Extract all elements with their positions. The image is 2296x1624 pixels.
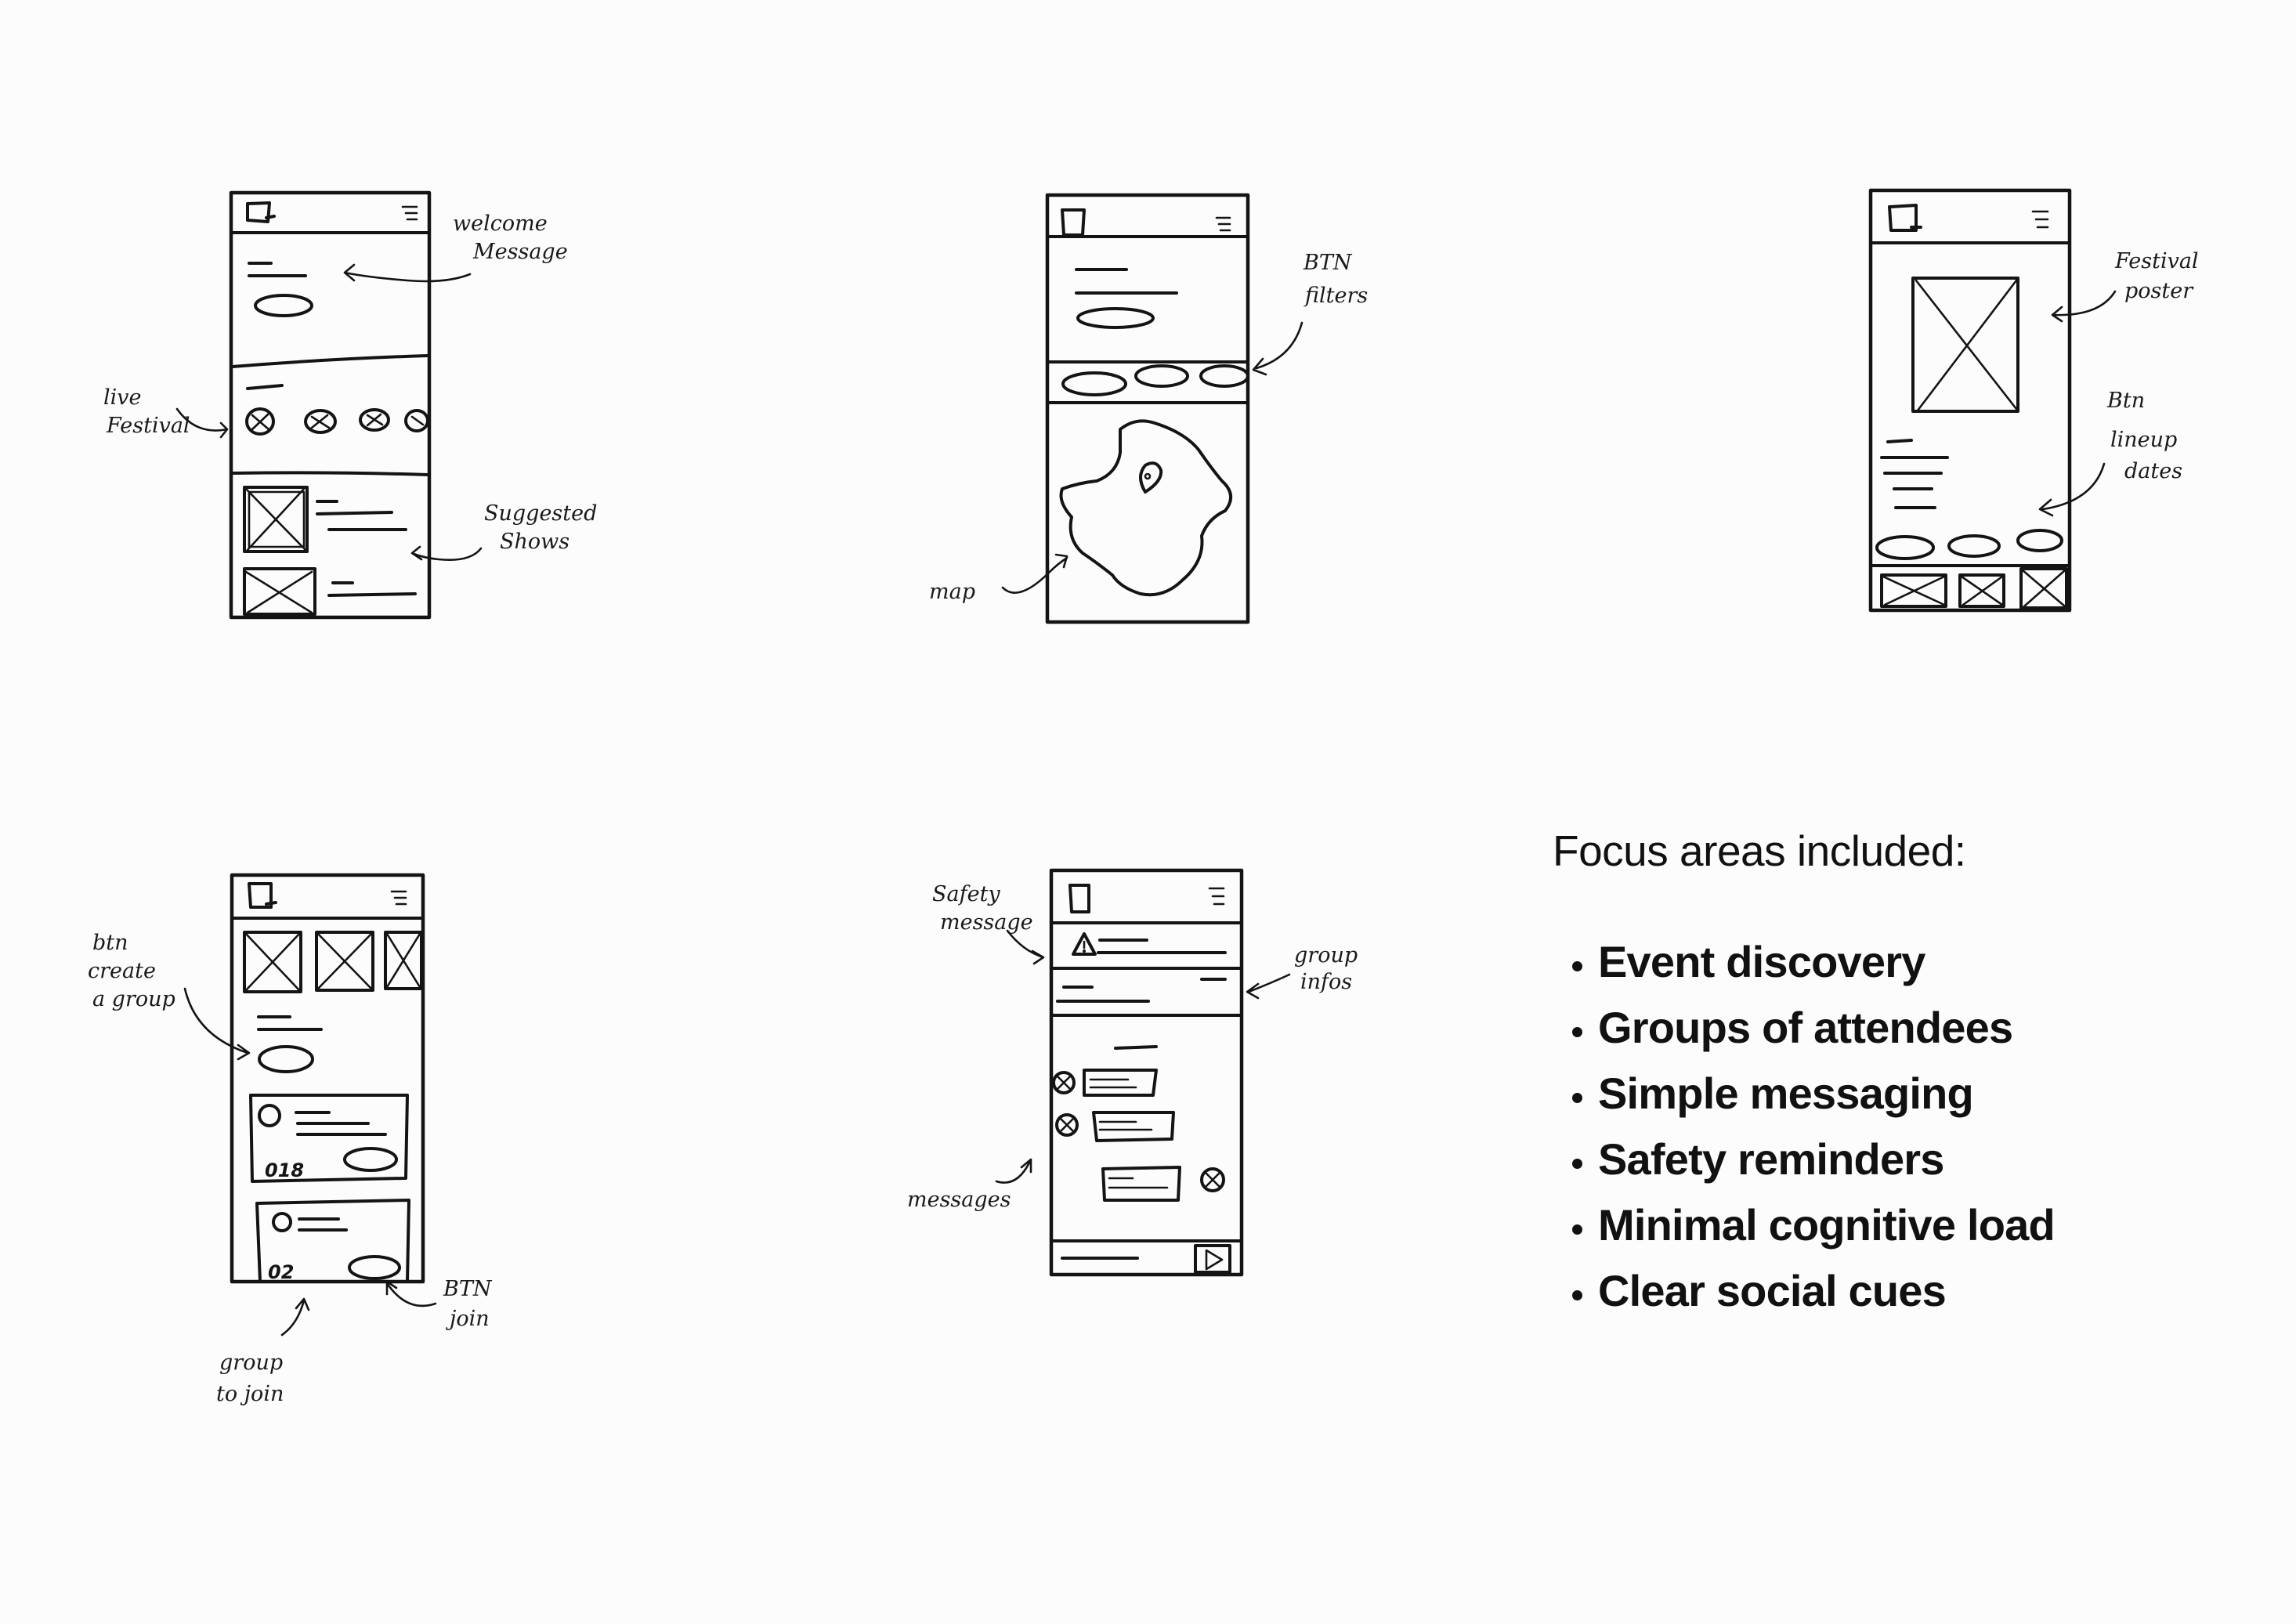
logo-icon	[246, 201, 276, 223]
filter-buttons	[1061, 364, 1249, 396]
note-create: create	[88, 959, 156, 983]
note-welcome-line2: Message	[472, 240, 568, 264]
focus-item: Safety reminders	[1598, 1127, 2055, 1192]
menu-icon	[1208, 887, 1225, 906]
group-card: 018	[249, 1094, 409, 1183]
focus-item: Simple messaging	[1598, 1061, 2055, 1127]
note-messages: messages	[907, 1188, 1011, 1212]
message-row	[1055, 1111, 1175, 1142]
menu-icon	[401, 205, 418, 221]
group-avatar-icon	[272, 1212, 292, 1232]
group-thumbnails	[243, 931, 423, 993]
menu-icon	[390, 890, 407, 906]
note-btn-join: BTN	[443, 1277, 493, 1301]
note-btn: BTN	[1303, 251, 1353, 275]
divider	[231, 354, 429, 368]
focus-item: Clear social cues	[1598, 1258, 2055, 1324]
festival-poster-image	[1911, 277, 2019, 413]
message-row	[1101, 1166, 1225, 1202]
lineup-thumbnails	[1880, 567, 2068, 609]
focus-item: Groups of attendees	[1598, 995, 2055, 1061]
focus-title: Focus areas included:	[1553, 826, 1966, 875]
focus-areas: Focus areas included: Event discovery Gr…	[1553, 826, 2056, 1324]
sketch-chat-screen: Safety message group infos messages	[907, 868, 1358, 1277]
focus-list: Event discovery Groups of attendees Simp…	[1553, 929, 2056, 1324]
send-icon	[1194, 1244, 1231, 1274]
message-row	[1052, 1069, 1158, 1097]
show-thumbnail	[243, 567, 316, 616]
note-suggested-line1: Suggested	[484, 501, 597, 526]
phone-frame	[1868, 188, 2072, 613]
logo-icon	[1888, 204, 1922, 232]
note-live-line2: Festival	[106, 414, 190, 438]
join-button-shape	[348, 1255, 401, 1280]
note-group-infos1: group	[1294, 943, 1358, 968]
sketch-festival-screen: Festival poster Btn lineup dates	[1868, 188, 2199, 613]
sketch-map-screen: BTN filters map	[929, 193, 1368, 624]
note-a-group: a group	[92, 987, 175, 1011]
note-btn-create: btn	[92, 931, 128, 955]
join-button-shape	[343, 1147, 398, 1172]
logo-icon	[1068, 884, 1090, 913]
sketch-home-screen: welcome Message live Festival Suggested …	[103, 190, 597, 620]
phone-frame	[229, 190, 432, 620]
live-festival-avatars	[245, 407, 429, 436]
group-card: 02	[255, 1199, 410, 1283]
menu-icon	[1215, 216, 1231, 232]
warning-icon	[1072, 932, 1097, 956]
note-join: join	[446, 1307, 490, 1331]
note-group-infos2: infos	[1300, 970, 1352, 994]
note-dates: dates	[2124, 459, 2182, 483]
phone-frame	[230, 873, 425, 1284]
group-count: 02	[268, 1261, 294, 1283]
note-live-line1: live	[103, 385, 142, 410]
group-count: 018	[265, 1159, 304, 1181]
focus-item: Minimal cognitive load	[1598, 1192, 2056, 1258]
note-welcome-line1: welcome	[453, 212, 548, 236]
avatar-icon	[1200, 1167, 1225, 1192]
note-safety: Safety	[932, 882, 1000, 906]
note-festival: Festival	[2114, 249, 2199, 273]
note-btn-lineup: Btn	[2106, 389, 2145, 413]
map-shape	[1059, 419, 1232, 597]
note-poster: poster	[2124, 279, 2194, 303]
note-group: group	[219, 1351, 283, 1375]
phone-frame	[1049, 868, 1244, 1277]
show-thumbnail	[243, 486, 309, 553]
focus-item: Event discovery	[1598, 929, 2055, 995]
note-map: map	[929, 580, 975, 604]
menu-icon	[2031, 210, 2049, 229]
logo-icon	[1061, 208, 1086, 237]
lineup-date-buttons	[1875, 529, 2063, 560]
sketch-groups-screen: 018 02 btn create a group group to join …	[88, 873, 493, 1406]
note-message: message	[940, 910, 1033, 935]
note-filters: filters	[1303, 284, 1368, 308]
note-to-join: to join	[216, 1382, 284, 1406]
phone-frame	[1045, 193, 1250, 624]
note-suggested-line2: Shows	[500, 530, 569, 554]
group-avatar-icon	[258, 1104, 281, 1127]
logo-icon	[248, 882, 277, 909]
avatar-icon	[1052, 1071, 1076, 1094]
location-pin-icon	[1139, 461, 1163, 494]
create-group-button-shape	[258, 1045, 314, 1073]
avatar-icon	[1055, 1113, 1079, 1137]
note-lineup: lineup	[2110, 428, 2177, 452]
welcome-button-shape	[254, 294, 313, 317]
